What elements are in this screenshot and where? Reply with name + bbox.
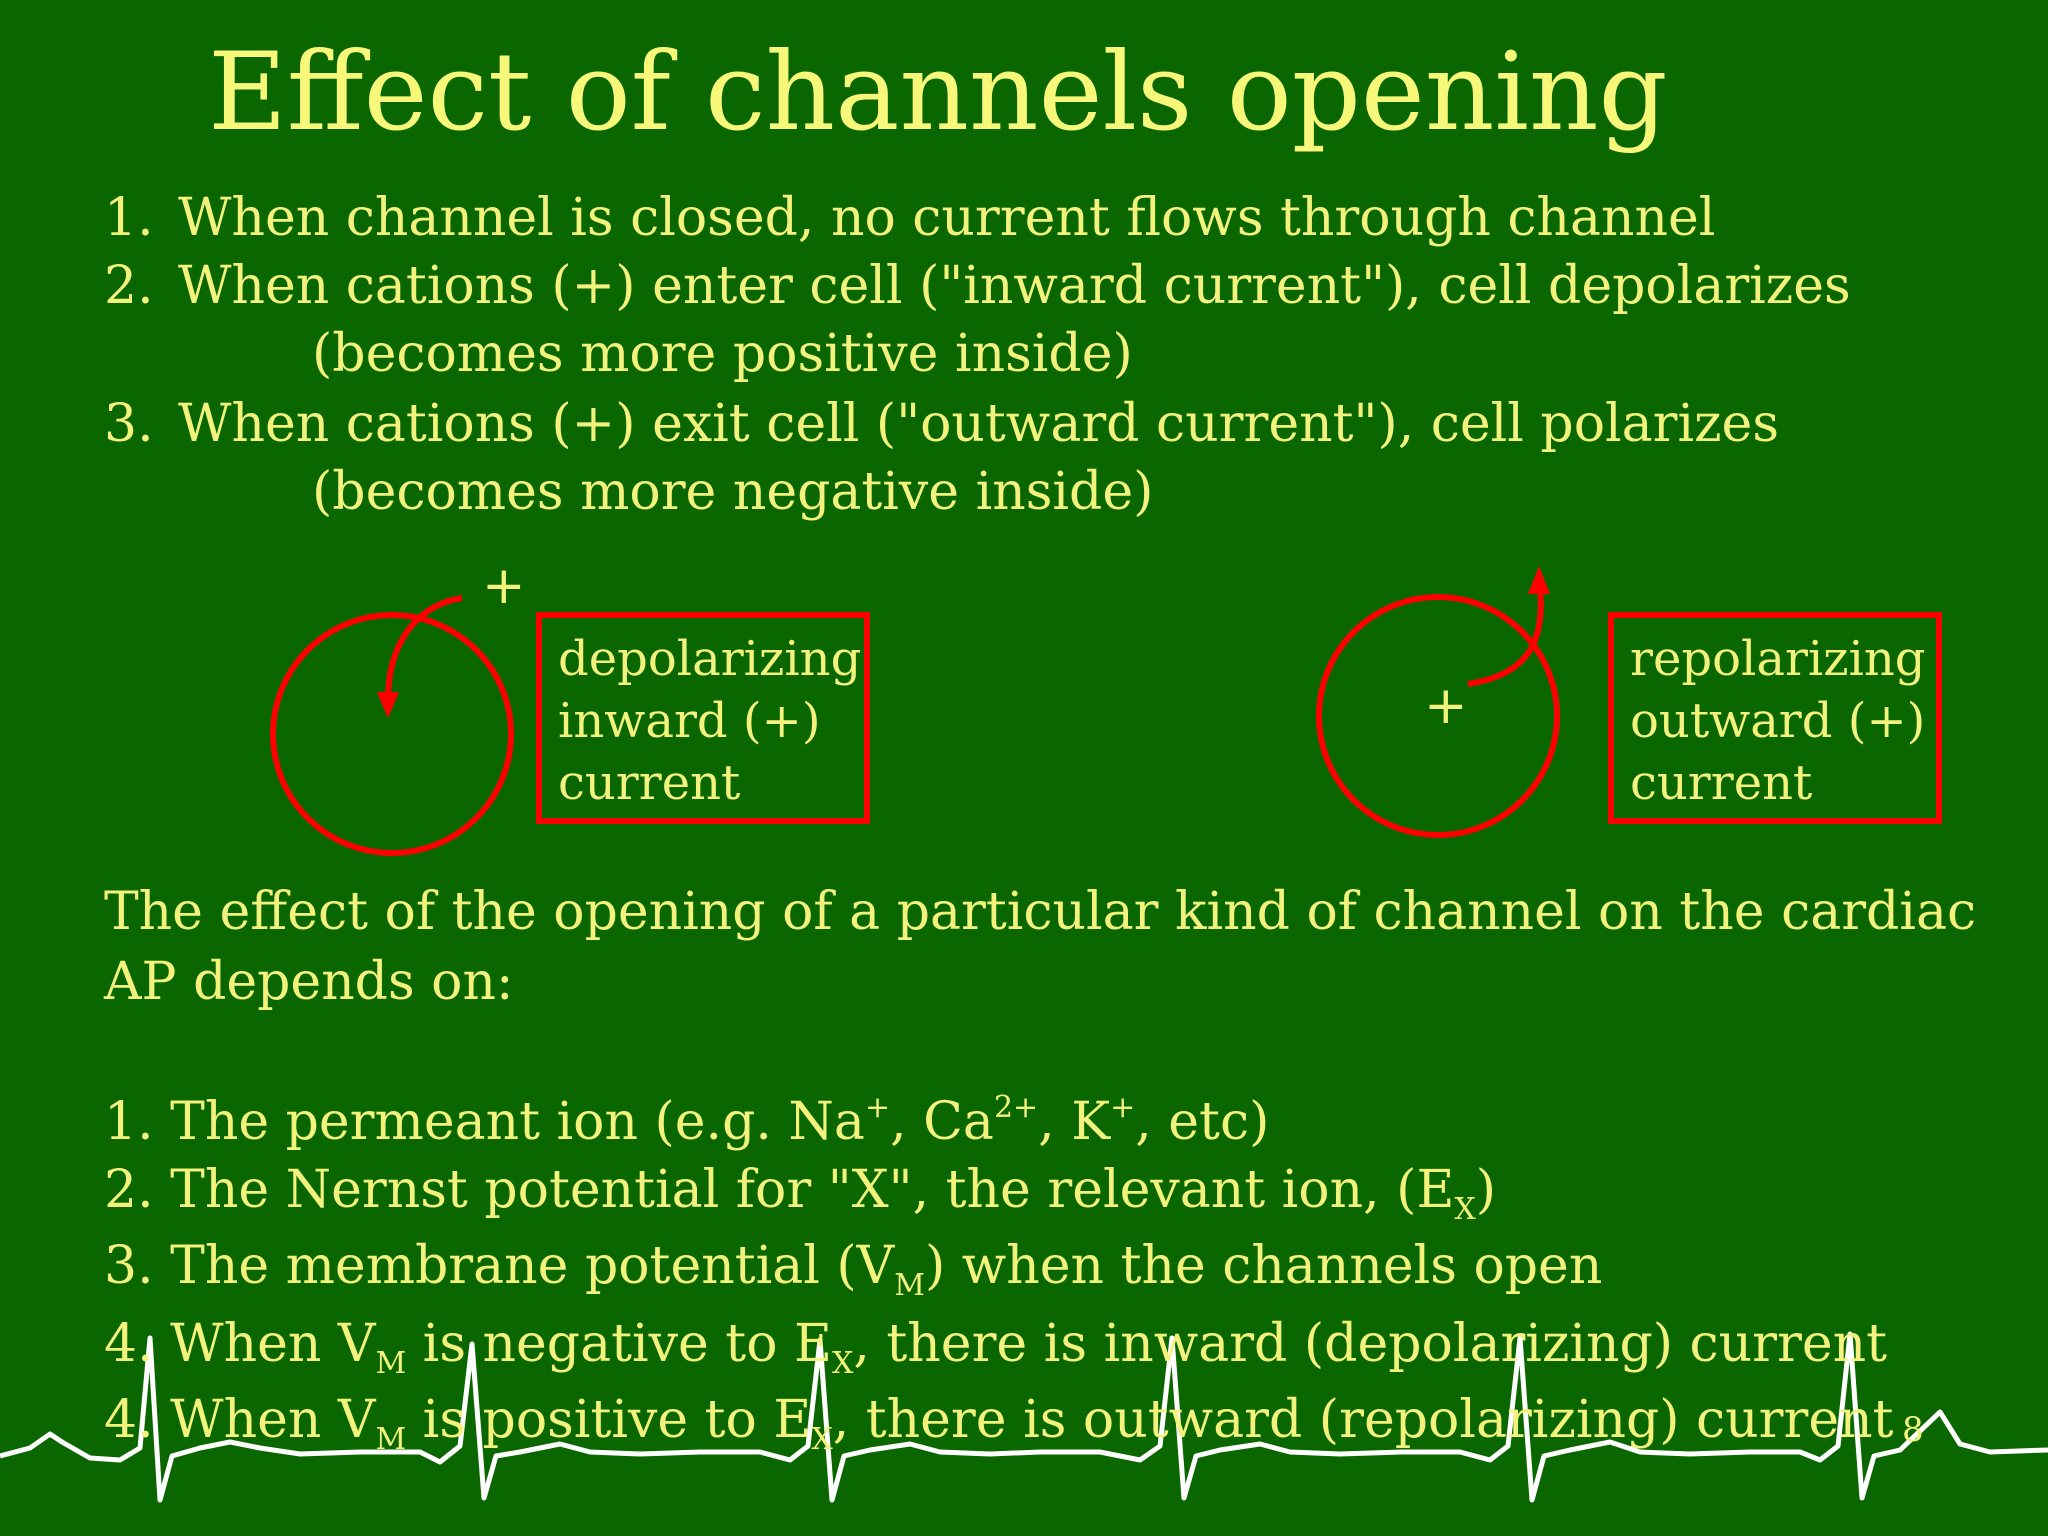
left-label-line-2: inward (+)	[558, 693, 821, 749]
ecg-trace	[0, 1331, 2048, 1503]
left-cell-circle	[270, 612, 514, 856]
list1-num-2: 2.	[104, 256, 154, 316]
list2-item-5: 4. When VM is positive to EX, there is o…	[104, 1388, 1894, 1455]
list1-item-2: 2. When cations (+) enter cell ("inward c…	[104, 254, 1851, 318]
list2-item-5-sub1: M	[375, 1422, 407, 1457]
right-cell-circle	[1316, 594, 1560, 838]
list2-item-3-post: ) when the channels open	[924, 1236, 1603, 1296]
potassium-charge: +	[1110, 1090, 1136, 1125]
list1-text-3: When cations (+) exit cell ("outward cur…	[178, 394, 1780, 454]
list1-item-1: 1. When channel is closed, no current flo…	[104, 186, 1715, 250]
sodium-charge: +	[864, 1090, 891, 1125]
list2-item-4-sub1: M	[375, 1346, 407, 1381]
left-arrowhead	[377, 692, 399, 718]
list2-item-2-pre: 2. The Nernst potential for "X", the rel…	[104, 1160, 1455, 1220]
list2-item-3-sub: M	[894, 1268, 925, 1303]
paragraph-line-1: The effect of the opening of a particula…	[104, 882, 1977, 942]
slide-title: Effect of channels opening	[208, 30, 1668, 155]
list2-item-4-mid: is negative to E	[406, 1314, 832, 1374]
list2-item-5-post: , there is outward (repolarizing) curren…	[832, 1390, 1894, 1450]
list2-item-4: 4. When VM is negative to EX, there is i…	[104, 1312, 1888, 1379]
right-arrowhead	[1528, 566, 1550, 594]
list2-item-1-pre: 1. The permeant ion (e.g. Na	[104, 1092, 865, 1152]
left-cation-plus: +	[482, 556, 526, 616]
list2-item-2-sub: X	[1454, 1192, 1476, 1227]
left-label-line-3: current	[558, 755, 741, 811]
list2-item-4-post: , there is inward (depolarizing) current	[853, 1314, 1888, 1374]
left-inward-arrow	[385, 595, 463, 701]
list2-item-5-pre: 4. When V	[104, 1390, 376, 1450]
list2-item-4-sub2: X	[831, 1346, 854, 1381]
right-outward-arrow	[1467, 587, 1544, 687]
list1-text-2: When cations (+) enter cell ("inward cur…	[178, 256, 1851, 316]
list2-item-1-mid1: , Ca	[890, 1092, 994, 1152]
list2-item-2-post: )	[1475, 1160, 1497, 1220]
list2-item-3-pre: 3. The membrane potential (V	[104, 1236, 895, 1296]
list1-item-3-continuation: (becomes more negative inside)	[312, 462, 1154, 522]
list1-item-3: 3. When cations (+) exit cell ("outward c…	[104, 392, 1779, 456]
page-number: 8	[1902, 1410, 1924, 1450]
list2-item-5-mid: is positive to E	[406, 1390, 812, 1450]
paragraph-line-2: AP depends on:	[104, 952, 514, 1012]
list2-item-1-post: , etc)	[1135, 1092, 1270, 1152]
list1-item-2-continuation: (becomes more positive inside)	[312, 324, 1133, 384]
left-label-text: depolarizing inward (+) current	[558, 628, 861, 814]
list1-text-1: When channel is closed, no current flows…	[178, 188, 1716, 248]
list2-item-4-pre: 4. When V	[104, 1314, 376, 1374]
list1-num-3: 3.	[104, 394, 154, 454]
list2-item-1-mid2: , K	[1038, 1092, 1111, 1152]
list1-num-1: 1.	[104, 188, 154, 248]
right-label-line-1: repolarizing	[1630, 631, 1926, 687]
list2-item-3: 3. The membrane potential (VM) when the …	[104, 1234, 1603, 1301]
left-label-line-1: depolarizing	[558, 631, 862, 687]
right-label-text: repolarizing outward (+) current	[1630, 628, 1926, 814]
right-label-box	[1608, 612, 1942, 824]
right-label-line-2: outward (+)	[1630, 693, 1926, 749]
list2-item-1: 1. The permeant ion (e.g. Na+, Ca2+, K+,…	[104, 1090, 1269, 1154]
left-label-box	[536, 612, 870, 824]
right-cation-plus: +	[1424, 676, 1468, 736]
calcium-charge: 2+	[993, 1090, 1039, 1125]
right-label-line-3: current	[1630, 755, 1813, 811]
list2-item-5-sub2: X	[811, 1422, 833, 1457]
list2-item-2: 2. The Nernst potential for "X", the rel…	[104, 1158, 1497, 1225]
